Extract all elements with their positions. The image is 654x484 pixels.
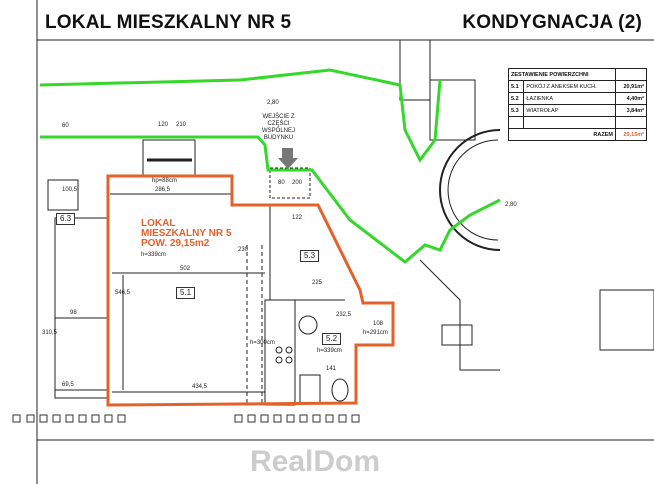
dim-label: 100,5 — [62, 187, 78, 193]
entrance-zone — [269, 167, 311, 199]
dim-label: 141 — [326, 366, 337, 372]
room-tag-6-3: 6.3 — [56, 213, 76, 225]
page-title: LOKAL MIESZKALNY NR 5 — [45, 12, 292, 33]
dim-label: 200 — [292, 180, 303, 186]
dim-label: h=291cm — [363, 330, 388, 336]
room-tag-5-1: 5.1 — [176, 287, 196, 299]
stair-core — [429, 79, 476, 141]
dim-label: 98 — [70, 310, 77, 316]
dim-label: 502 — [180, 266, 191, 272]
room-tag-5-2: 5.2 — [322, 333, 342, 345]
dim-label: 546,5 — [115, 290, 131, 296]
common-area-outline — [40, 135, 501, 264]
dim-label: h=339cm — [317, 348, 342, 354]
wall — [419, 259, 500, 371]
unit-outline — [106, 174, 395, 407]
dim-label: 210 — [176, 122, 187, 128]
dim-label: 122 — [292, 215, 303, 221]
dim-label: 120 — [158, 122, 169, 128]
unit-height: h=339cm — [141, 252, 166, 258]
dim-label: 2,80 — [267, 100, 279, 106]
column-markers — [12, 414, 360, 423]
floor-title: KONDYGNACJA (2) — [462, 12, 642, 33]
dim-label: 232,5 — [336, 312, 352, 318]
dim-label: hp=88cm — [152, 178, 177, 184]
dim-label: 230 — [238, 247, 249, 253]
dim-label: 225 — [312, 280, 323, 286]
room-tag-5-3: 5.3 — [300, 250, 320, 262]
stove-burner — [275, 346, 283, 354]
dim-label: 2,80 — [505, 202, 517, 208]
wall — [47, 179, 79, 211]
dim-label: h=300cm — [250, 340, 275, 346]
table-title: ZESTAWIENIE POWIERZCHNI — [508, 68, 616, 81]
round-stair — [439, 129, 501, 251]
dim-label: 69,5 — [62, 382, 74, 388]
entrance-arrow-icon — [278, 148, 298, 169]
cabinet — [299, 374, 321, 404]
dim-label: 80 — [278, 180, 285, 186]
dim-label: 310,5 — [42, 330, 58, 336]
window-niche — [142, 139, 196, 177]
unit-label: LOKAL MIESZKALNY NR 5 POW. 29,15m2 — [141, 218, 232, 249]
dim-label: 108 — [373, 321, 384, 327]
wall — [54, 217, 108, 399]
watermark: RealDom — [250, 445, 381, 478]
dim-label: 434,5 — [192, 384, 208, 390]
dim-label: 286,5 — [155, 187, 171, 193]
toilet — [331, 378, 349, 402]
dim-label: 60 — [62, 123, 69, 129]
washbasin — [298, 315, 318, 335]
